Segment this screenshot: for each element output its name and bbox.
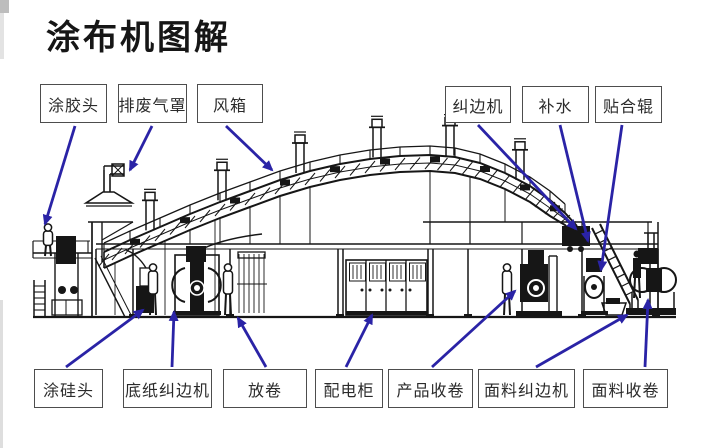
- label-fabric-rewinder: 面料收卷: [583, 369, 668, 408]
- label-laminating-roller: 贴合辊: [595, 86, 662, 123]
- label-water-refill: 补水: [522, 86, 589, 123]
- label-base-paper-edge-aligner: 底纸纠边机: [123, 369, 212, 408]
- label-edge-aligner: 纠边机: [445, 86, 511, 123]
- label-silicone-coating-head: 涂硅头: [34, 369, 103, 408]
- scan-artifact: [0, 0, 9, 13]
- machine-drawing: [32, 113, 677, 319]
- scan-artifact: [0, 13, 4, 59]
- label-unwinder: 放卷: [223, 369, 307, 408]
- page-title: 涂布机图解: [46, 20, 231, 57]
- label-power-cabinet: 配电柜: [315, 369, 383, 408]
- callout-arrows: [42, 124, 653, 369]
- scan-artifact: [0, 300, 3, 448]
- label-wind-box: 风箱: [197, 84, 263, 123]
- label-coating-glue-head: 涂胶头: [40, 84, 107, 123]
- label-fabric-edge-aligner: 面料纠边机: [478, 369, 575, 408]
- label-exhaust-gas-hood: 排废气罩: [118, 84, 187, 123]
- label-product-rewinder: 产品收卷: [388, 369, 473, 408]
